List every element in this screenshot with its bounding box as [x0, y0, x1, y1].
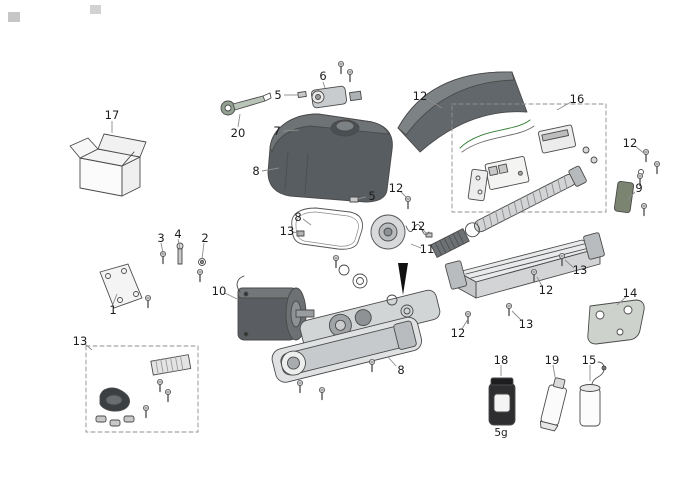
part-label-20: 20: [231, 126, 246, 140]
leader-line: [387, 356, 397, 367]
part-label-12: 12: [389, 181, 404, 195]
parts-layer: [8, 5, 661, 433]
part-label-13: 13: [519, 317, 534, 331]
leader-line: [237, 113, 241, 128]
part-label-8: 8: [397, 363, 404, 377]
top-cover: [397, 71, 528, 153]
leader-line: [201, 242, 205, 260]
glue-tube: [539, 377, 567, 432]
part-label-12: 12: [413, 89, 428, 103]
release-lock-assembly: [310, 60, 362, 109]
leader-line: [399, 190, 408, 199]
leader-line: [410, 243, 422, 249]
release-key: [220, 92, 272, 116]
packaging-box: [69, 133, 147, 197]
gasket: [291, 207, 363, 250]
leader-line: [224, 292, 238, 300]
part-label-7: 7: [273, 124, 280, 138]
drive-screw: [464, 165, 587, 238]
leader-line: [634, 145, 646, 155]
part-label-16: 16: [570, 92, 585, 106]
pin-part: [349, 196, 359, 203]
part-label-8: 8: [294, 210, 301, 224]
part-label-19: 19: [545, 353, 560, 367]
motor: [236, 275, 315, 341]
clutch-assembly: [370, 214, 433, 250]
part-label-12: 12: [539, 283, 554, 297]
leader-line: [627, 191, 636, 200]
part-label-17: 17: [105, 108, 120, 122]
part-label-8: 8: [252, 164, 259, 178]
motor-cover: [267, 113, 393, 203]
rail-assembly: [444, 232, 605, 325]
grease-weight-caption: 5g: [494, 427, 507, 439]
leader-line: [282, 129, 300, 132]
part-label-10: 10: [212, 284, 227, 298]
front-bracket: [587, 299, 645, 345]
leader-line: [426, 98, 443, 109]
bearing-set: [332, 254, 414, 318]
clip-part: [296, 230, 305, 237]
capacitor: [579, 361, 607, 427]
leader-line: [356, 196, 367, 200]
part-label-3: 3: [157, 231, 164, 245]
pin-part: [297, 91, 307, 98]
part-label-13: 13: [573, 263, 588, 277]
screw-part: [404, 195, 412, 210]
grease-arrow: [398, 263, 408, 295]
leader-line: [160, 242, 164, 254]
coupling-boot: [430, 228, 470, 258]
part-label-18: 18: [494, 353, 509, 367]
leader-line: [616, 296, 627, 306]
electronics-kit: [451, 103, 607, 213]
part-label-5: 5: [274, 88, 281, 102]
leader-line: [511, 310, 522, 321]
leader-line: [84, 343, 93, 351]
part-label-12: 12: [451, 326, 466, 340]
part-label-13: 13: [73, 334, 88, 348]
part-label-4: 4: [174, 227, 181, 241]
leader-line: [461, 318, 469, 330]
leader-line: [177, 238, 181, 249]
leader-line: [261, 167, 280, 172]
fastener-set: [159, 242, 206, 283]
base-housing: [271, 316, 423, 401]
small-parts-kit: [85, 345, 199, 433]
part-label-2: 2: [201, 231, 208, 245]
leader-line: [322, 81, 326, 89]
part-label-1: 1: [109, 303, 116, 317]
part-label-14: 14: [623, 286, 638, 300]
limit-bracket: [613, 172, 648, 217]
leader-line: [292, 231, 300, 234]
part-label-15: 15: [582, 353, 597, 367]
leader-line: [112, 293, 118, 305]
part-label-12: 12: [411, 219, 426, 233]
leader-line: [564, 259, 575, 269]
rear-mounting-plate: [99, 263, 152, 309]
scan-artifact: [8, 5, 101, 22]
part-label-13: 13: [280, 224, 295, 238]
part-label-11: 11: [420, 242, 435, 256]
part-label-6: 6: [319, 69, 326, 83]
leader-line: [556, 101, 572, 111]
part-label-5: 5: [368, 189, 375, 203]
leader-line: [302, 218, 312, 226]
screw-set-right: [638, 148, 661, 175]
grease-jar: [488, 377, 516, 426]
leader-line: [421, 228, 429, 236]
part-label-9: 9: [635, 181, 642, 195]
leader-line: [552, 364, 556, 378]
leader-line: [536, 276, 543, 287]
part-label-12: 12: [623, 136, 638, 150]
